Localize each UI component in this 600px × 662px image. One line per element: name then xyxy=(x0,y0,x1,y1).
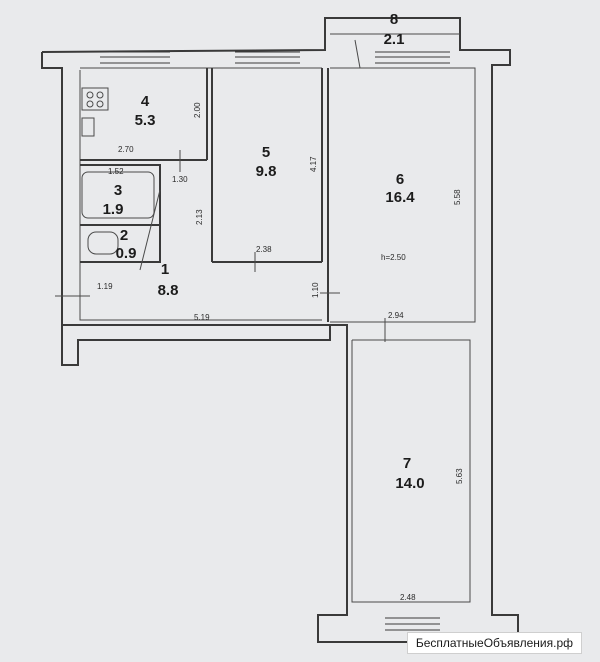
room-area: 2.1 xyxy=(384,31,405,48)
room-number: 2 xyxy=(120,227,128,244)
room-number: 6 xyxy=(396,171,404,188)
toilet-icon xyxy=(87,231,119,255)
room-area: 0.9 xyxy=(116,245,137,262)
room-area: 1.9 xyxy=(103,201,124,218)
stove-icon xyxy=(81,87,109,111)
partitions xyxy=(62,68,330,326)
room-labels: 4 5.3 5 9.8 6 16.4 3 1.9 2 0.9 1 8.8 7 1… xyxy=(103,11,425,492)
room-area: 5.3 xyxy=(135,112,156,129)
dimension-label: 2.00 xyxy=(193,102,202,118)
dimension-label: 2.13 xyxy=(195,209,204,225)
dimension-label: 2.38 xyxy=(256,245,272,254)
dimension-label: 1.19 xyxy=(97,282,113,291)
room-area: 9.8 xyxy=(256,163,277,180)
room-number: 5 xyxy=(262,144,270,161)
fixtures xyxy=(81,87,155,255)
room-number: 3 xyxy=(114,182,122,199)
dimension-label: 5.58 xyxy=(453,189,462,205)
dimension-label: 1.52 xyxy=(108,167,124,176)
dimension-label: 2.48 xyxy=(400,593,416,602)
watermark: БесплатныеОбъявления.рф xyxy=(406,632,582,654)
room-number: 8 xyxy=(390,11,398,28)
outer-walls xyxy=(41,17,519,643)
room-number: 4 xyxy=(141,93,150,110)
dimension-labels: 2.70 2.00 1.52 1.30 2.13 2.38 4.17 5.58 … xyxy=(97,102,464,602)
sink-icon xyxy=(81,117,95,137)
dimension-label: 1.30 xyxy=(172,175,188,184)
bathtub-icon xyxy=(81,171,155,219)
room-area: 8.8 xyxy=(158,282,179,299)
doors xyxy=(55,39,386,342)
dimension-label: 1.10 xyxy=(311,282,320,298)
dimension-label: 2.70 xyxy=(118,145,134,154)
windows xyxy=(100,51,450,631)
dimension-label: 4.17 xyxy=(309,156,318,172)
room-area: 16.4 xyxy=(385,189,415,206)
dimension-label: 5.63 xyxy=(455,468,464,484)
room-number: 1 xyxy=(161,261,169,278)
dimension-label: 2.94 xyxy=(388,311,404,320)
dimension-label: 5.19 xyxy=(194,313,210,322)
room-area: 14.0 xyxy=(395,475,424,492)
room-number: 7 xyxy=(403,455,411,472)
dimension-label: h=2.50 xyxy=(381,253,406,262)
